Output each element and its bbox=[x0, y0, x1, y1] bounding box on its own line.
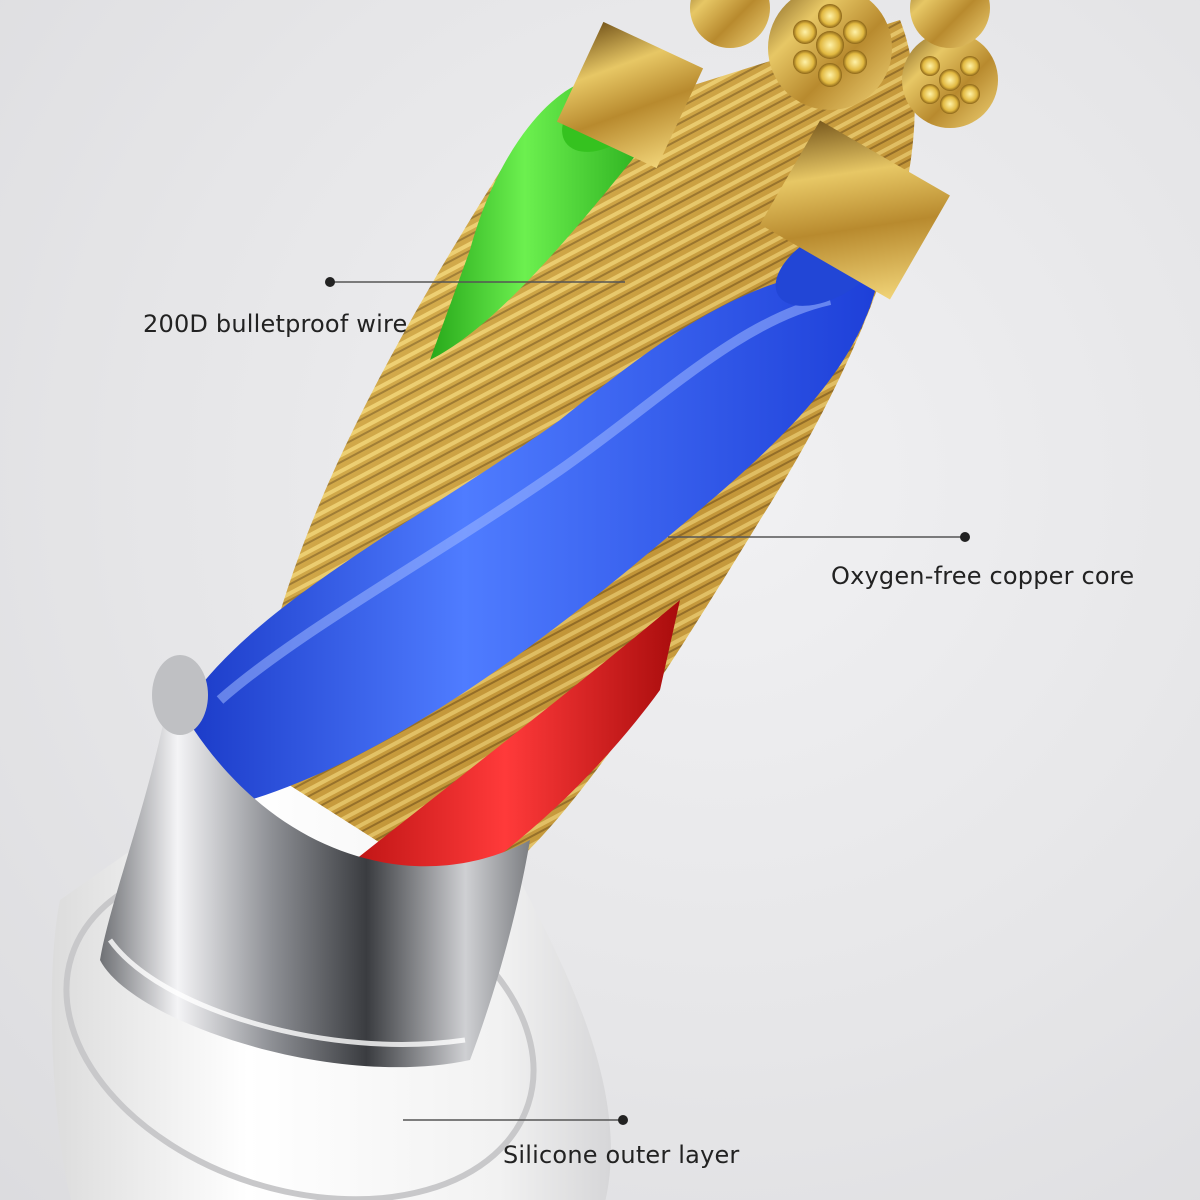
callout-bulletproof-wire: 200D bulletproof wire bbox=[143, 310, 408, 338]
callout-copper-core: Oxygen-free copper core bbox=[831, 562, 1135, 590]
blue-insulated-wire bbox=[187, 269, 880, 800]
callout-silicone-layer: Silicone outer layer bbox=[503, 1141, 740, 1169]
leader-lines bbox=[325, 277, 970, 1125]
copper-strand-bundles bbox=[556, 0, 998, 300]
metal-sleeve bbox=[100, 690, 530, 1068]
red-insulated-wire bbox=[330, 600, 680, 930]
